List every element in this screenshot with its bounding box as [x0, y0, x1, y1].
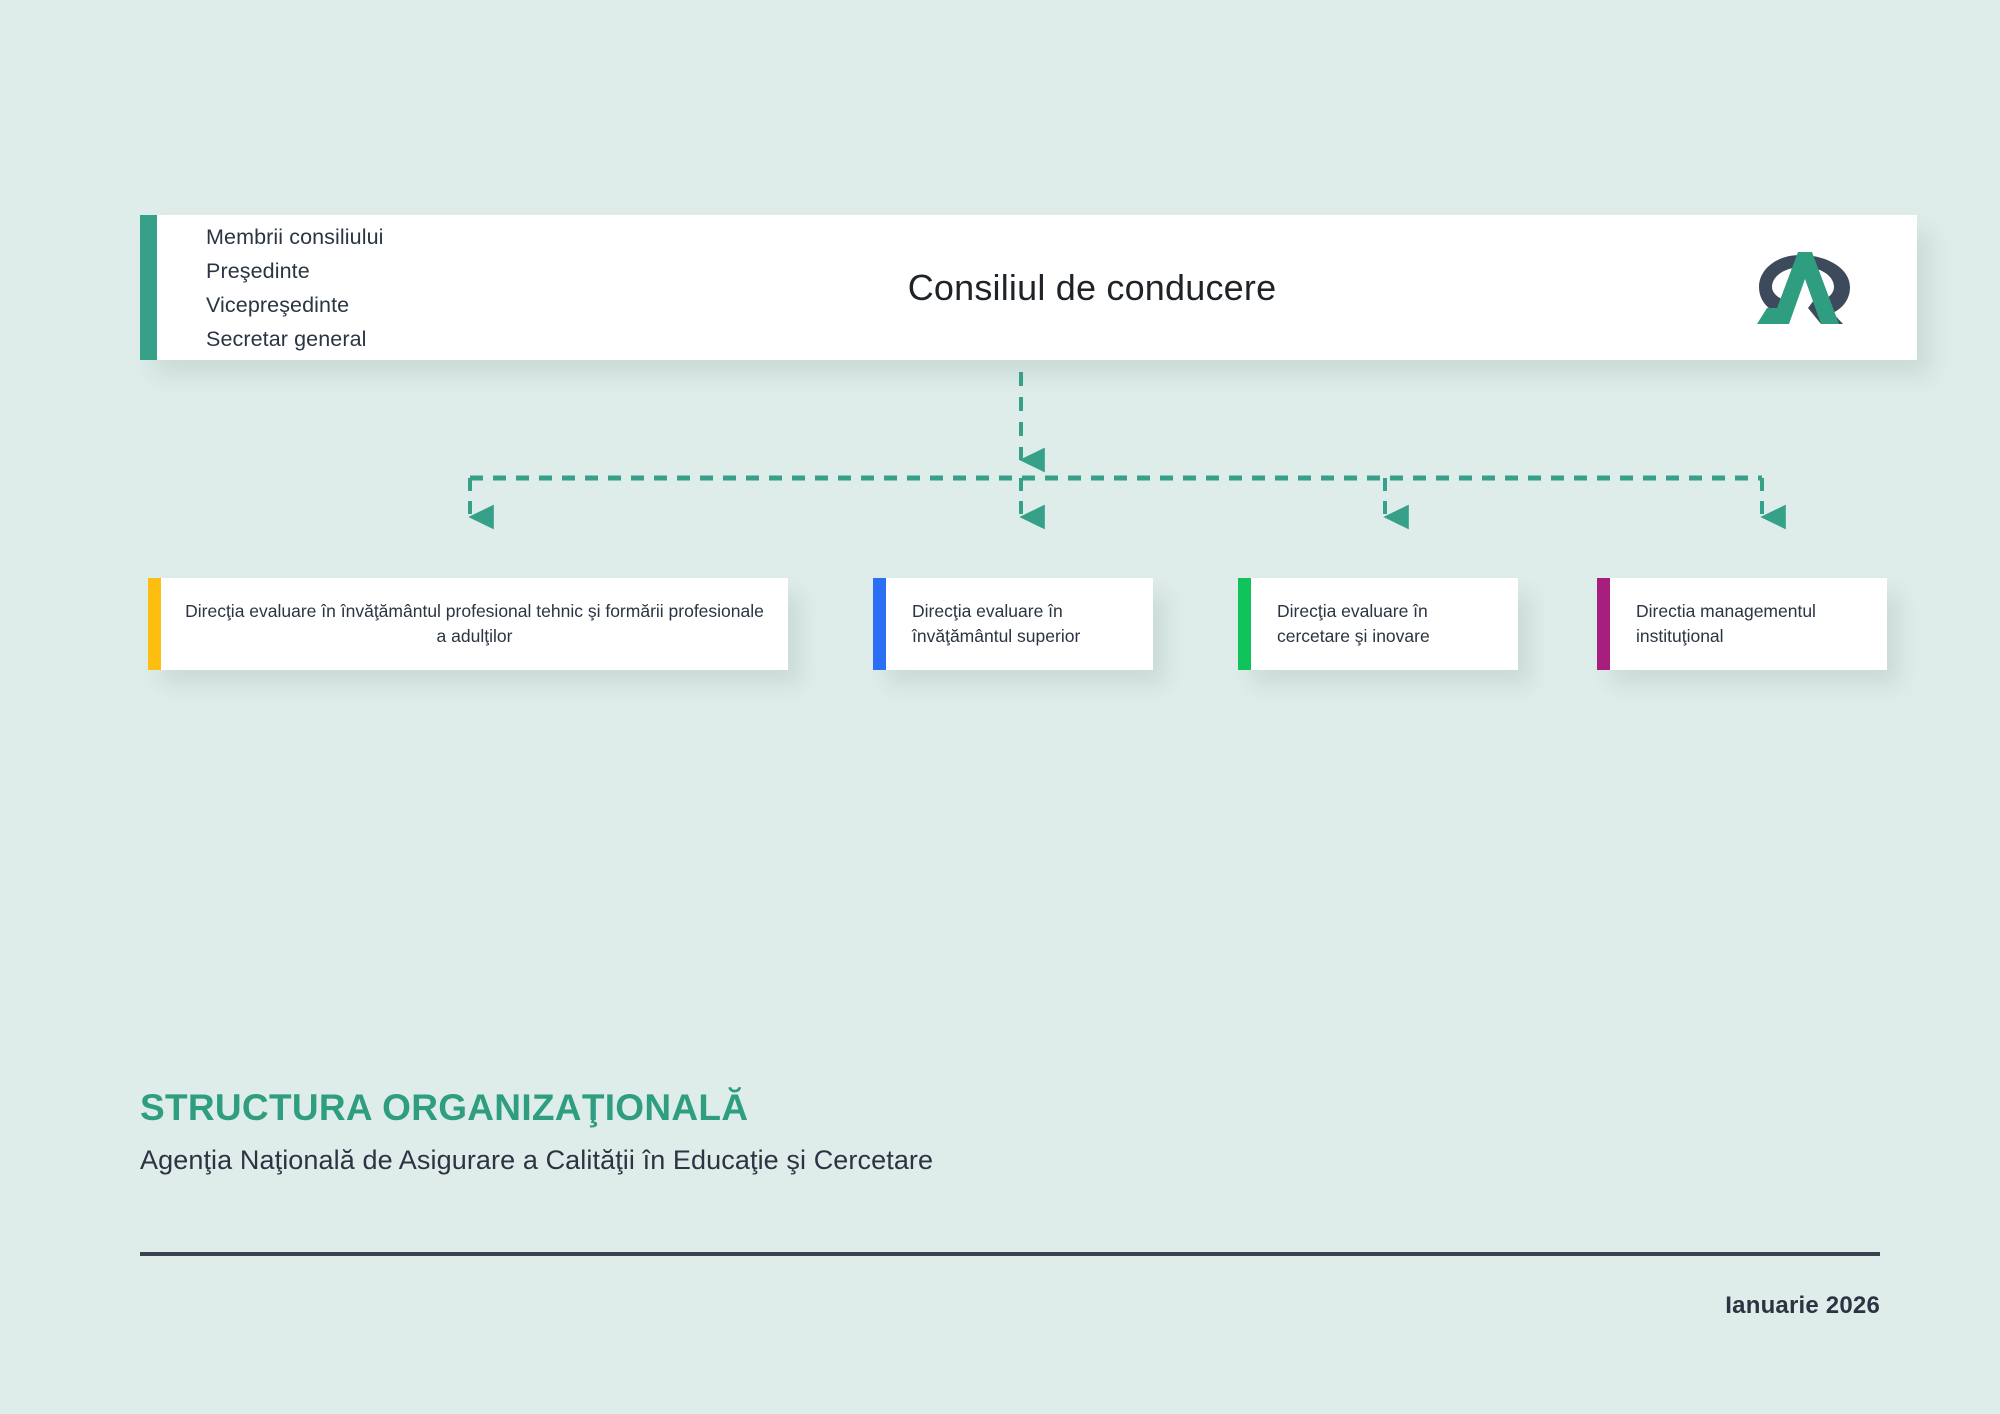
footer-subtitle: Agenţia Naţională de Asigurare a Calităţ… — [140, 1145, 934, 1175]
header-accent-bar — [140, 215, 157, 360]
department-accent-bar-3 — [1597, 578, 1610, 670]
department-label-0: Direcţia evaluare în învăţământul profes… — [185, 601, 764, 646]
department-accent-bar-0 — [148, 578, 161, 670]
department-label-1: Direcţia evaluare în învăţământul superi… — [912, 601, 1081, 646]
department-body-1: Direcţia evaluare în învăţământul superi… — [886, 578, 1153, 670]
department-accent-bar-2 — [1238, 578, 1251, 670]
department-accent-bar-1 — [873, 578, 886, 670]
footer-divider — [140, 1252, 1880, 1256]
header-inner: Membrii consiliului Preşedinte Vicepreşe… — [157, 215, 1917, 360]
department-body-3: Directia managementul instituţional — [1610, 578, 1887, 670]
anacec-logo-icon — [1751, 246, 1855, 330]
department-label-2: Direcţia evaluare în cercetare şi inovar… — [1277, 601, 1430, 646]
council-member-2: Vicepreşedinte — [206, 292, 350, 317]
department-card-1[interactable]: Direcţia evaluare în învăţământul superi… — [873, 578, 1153, 670]
council-member-3: Secretar general — [206, 326, 367, 351]
department-body-0: Direcţia evaluare în învăţământul profes… — [161, 578, 788, 670]
department-card-2[interactable]: Direcţia evaluare în cercetare şi inovar… — [1238, 578, 1518, 670]
footer-block: STRUCTURA ORGANIZAŢIONALĂ Agenţia Naţion… — [140, 1085, 1880, 1178]
council-header-card: Membrii consiliului Preşedinte Vicepreşe… — [140, 215, 1917, 360]
council-member-1: Preşedinte — [206, 258, 310, 283]
department-label-3: Directia managementul instituţional — [1636, 601, 1816, 646]
department-body-2: Direcţia evaluare în cercetare şi inovar… — [1251, 578, 1518, 670]
footer-heading: STRUCTURA ORGANIZAŢIONALĂ — [140, 1087, 749, 1128]
department-card-3[interactable]: Directia managementul instituţional — [1597, 578, 1887, 670]
council-members-list: Membrii consiliului Preşedinte Vicepreşe… — [206, 221, 384, 355]
council-member-0: Membrii consiliului — [206, 224, 384, 249]
header-title: Consiliul de conducere — [907, 266, 1277, 308]
footer-date: Ianuarie 2026 — [1725, 1292, 1880, 1319]
department-card-0[interactable]: Direcţia evaluare în învăţământul profes… — [148, 578, 788, 670]
